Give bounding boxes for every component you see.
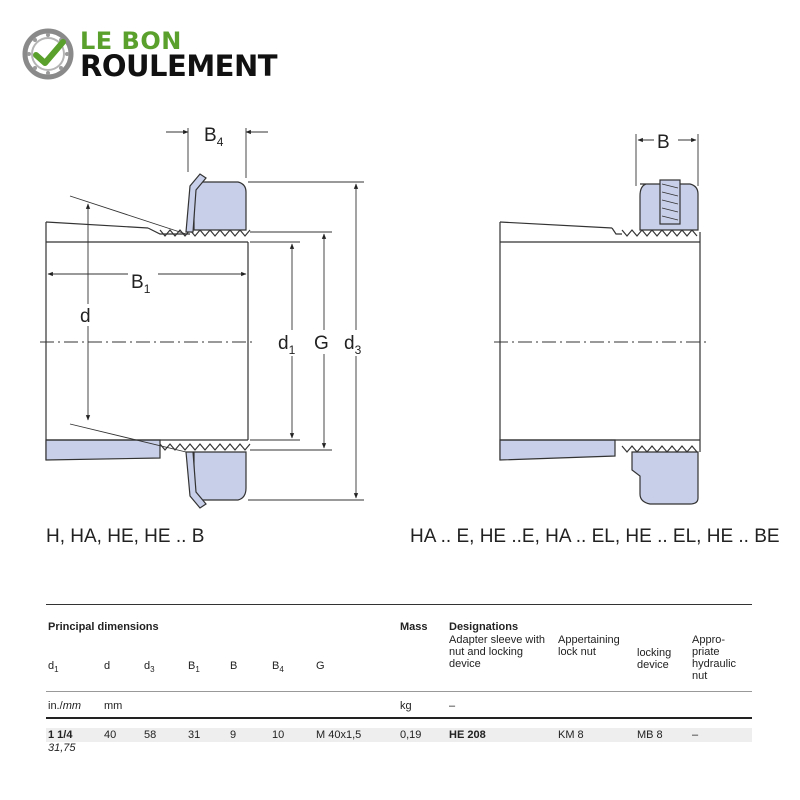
label-d: d <box>80 306 91 327</box>
cell-b1: 31 <box>188 729 201 741</box>
brand-line1: LE BON <box>80 27 182 55</box>
cell-locking-device: MB 8 <box>637 729 663 741</box>
table-mid-rule <box>46 691 752 692</box>
unit-inch-mm: in./mm <box>48 700 82 712</box>
col-header-b4: B4 <box>272 660 284 675</box>
col-header-d3: d3 <box>144 660 155 675</box>
header-mass: Mass <box>400 621 428 633</box>
cell-b: 9 <box>230 729 237 741</box>
cell-hydraulic-nut: – <box>692 729 699 741</box>
table-row-shade <box>46 728 752 742</box>
header-principal-dimensions: Principal dimensions <box>48 621 159 633</box>
cell-d1-inch: 1 1/4 <box>48 729 73 741</box>
col-header-d: d <box>104 660 111 672</box>
unit-mm: mm <box>104 700 123 712</box>
header-designations: Designations <box>449 621 519 633</box>
label-b1: B1 <box>131 272 151 296</box>
cell-d1-mm: 31,75 <box>48 742 76 754</box>
cell-b4: 10 <box>272 729 285 741</box>
cell-lock-nut: KM 8 <box>558 729 584 741</box>
cell-g: M 40x1,5 <box>316 729 362 741</box>
header-lock-nut: Appertaining lock nut <box>558 634 620 658</box>
label-d3: d3 <box>344 333 362 357</box>
col-header-b: B <box>230 660 238 672</box>
col-header-g: G <box>316 660 325 672</box>
cell-d: 40 <box>104 729 117 741</box>
header-locking-device: locking device <box>637 647 672 671</box>
left-sleeve-drawing <box>40 128 364 509</box>
table-top-rule <box>46 604 752 605</box>
technical-drawing: B4 B1 d d1 G d3 B <box>40 125 708 509</box>
col-header-d1: d1 <box>48 660 59 675</box>
left-drawing-caption: H, HA, HE, HE .. B <box>46 526 205 547</box>
brand-line2: ROULEMENT <box>80 49 278 83</box>
header-hydraulic-nut: Appro- priate hydraulic nut <box>692 634 737 682</box>
col-header-b1: B1 <box>188 660 200 675</box>
unit-dash: – <box>449 700 456 712</box>
right-sleeve-drawing <box>494 134 708 505</box>
label-b4: B4 <box>204 125 224 149</box>
right-drawing-caption: HA .. E, HE ..E, HA .. EL, HE .. EL, HE … <box>410 526 780 547</box>
brand-logo: LE BON ROULEMENT <box>22 26 302 86</box>
cell-designation: HE 208 <box>449 729 486 741</box>
unit-kg: kg <box>400 700 412 712</box>
cell-mass: 0,19 <box>400 729 422 741</box>
label-d1: d1 <box>278 333 296 357</box>
label-b: B <box>657 132 670 153</box>
cell-d3: 58 <box>144 729 157 741</box>
label-g: G <box>314 333 329 354</box>
table-bottom-rule <box>46 717 752 719</box>
bearing-check-icon <box>22 28 74 80</box>
header-adapter-sleeve: Adapter sleeve with nut and locking devi… <box>449 634 545 670</box>
